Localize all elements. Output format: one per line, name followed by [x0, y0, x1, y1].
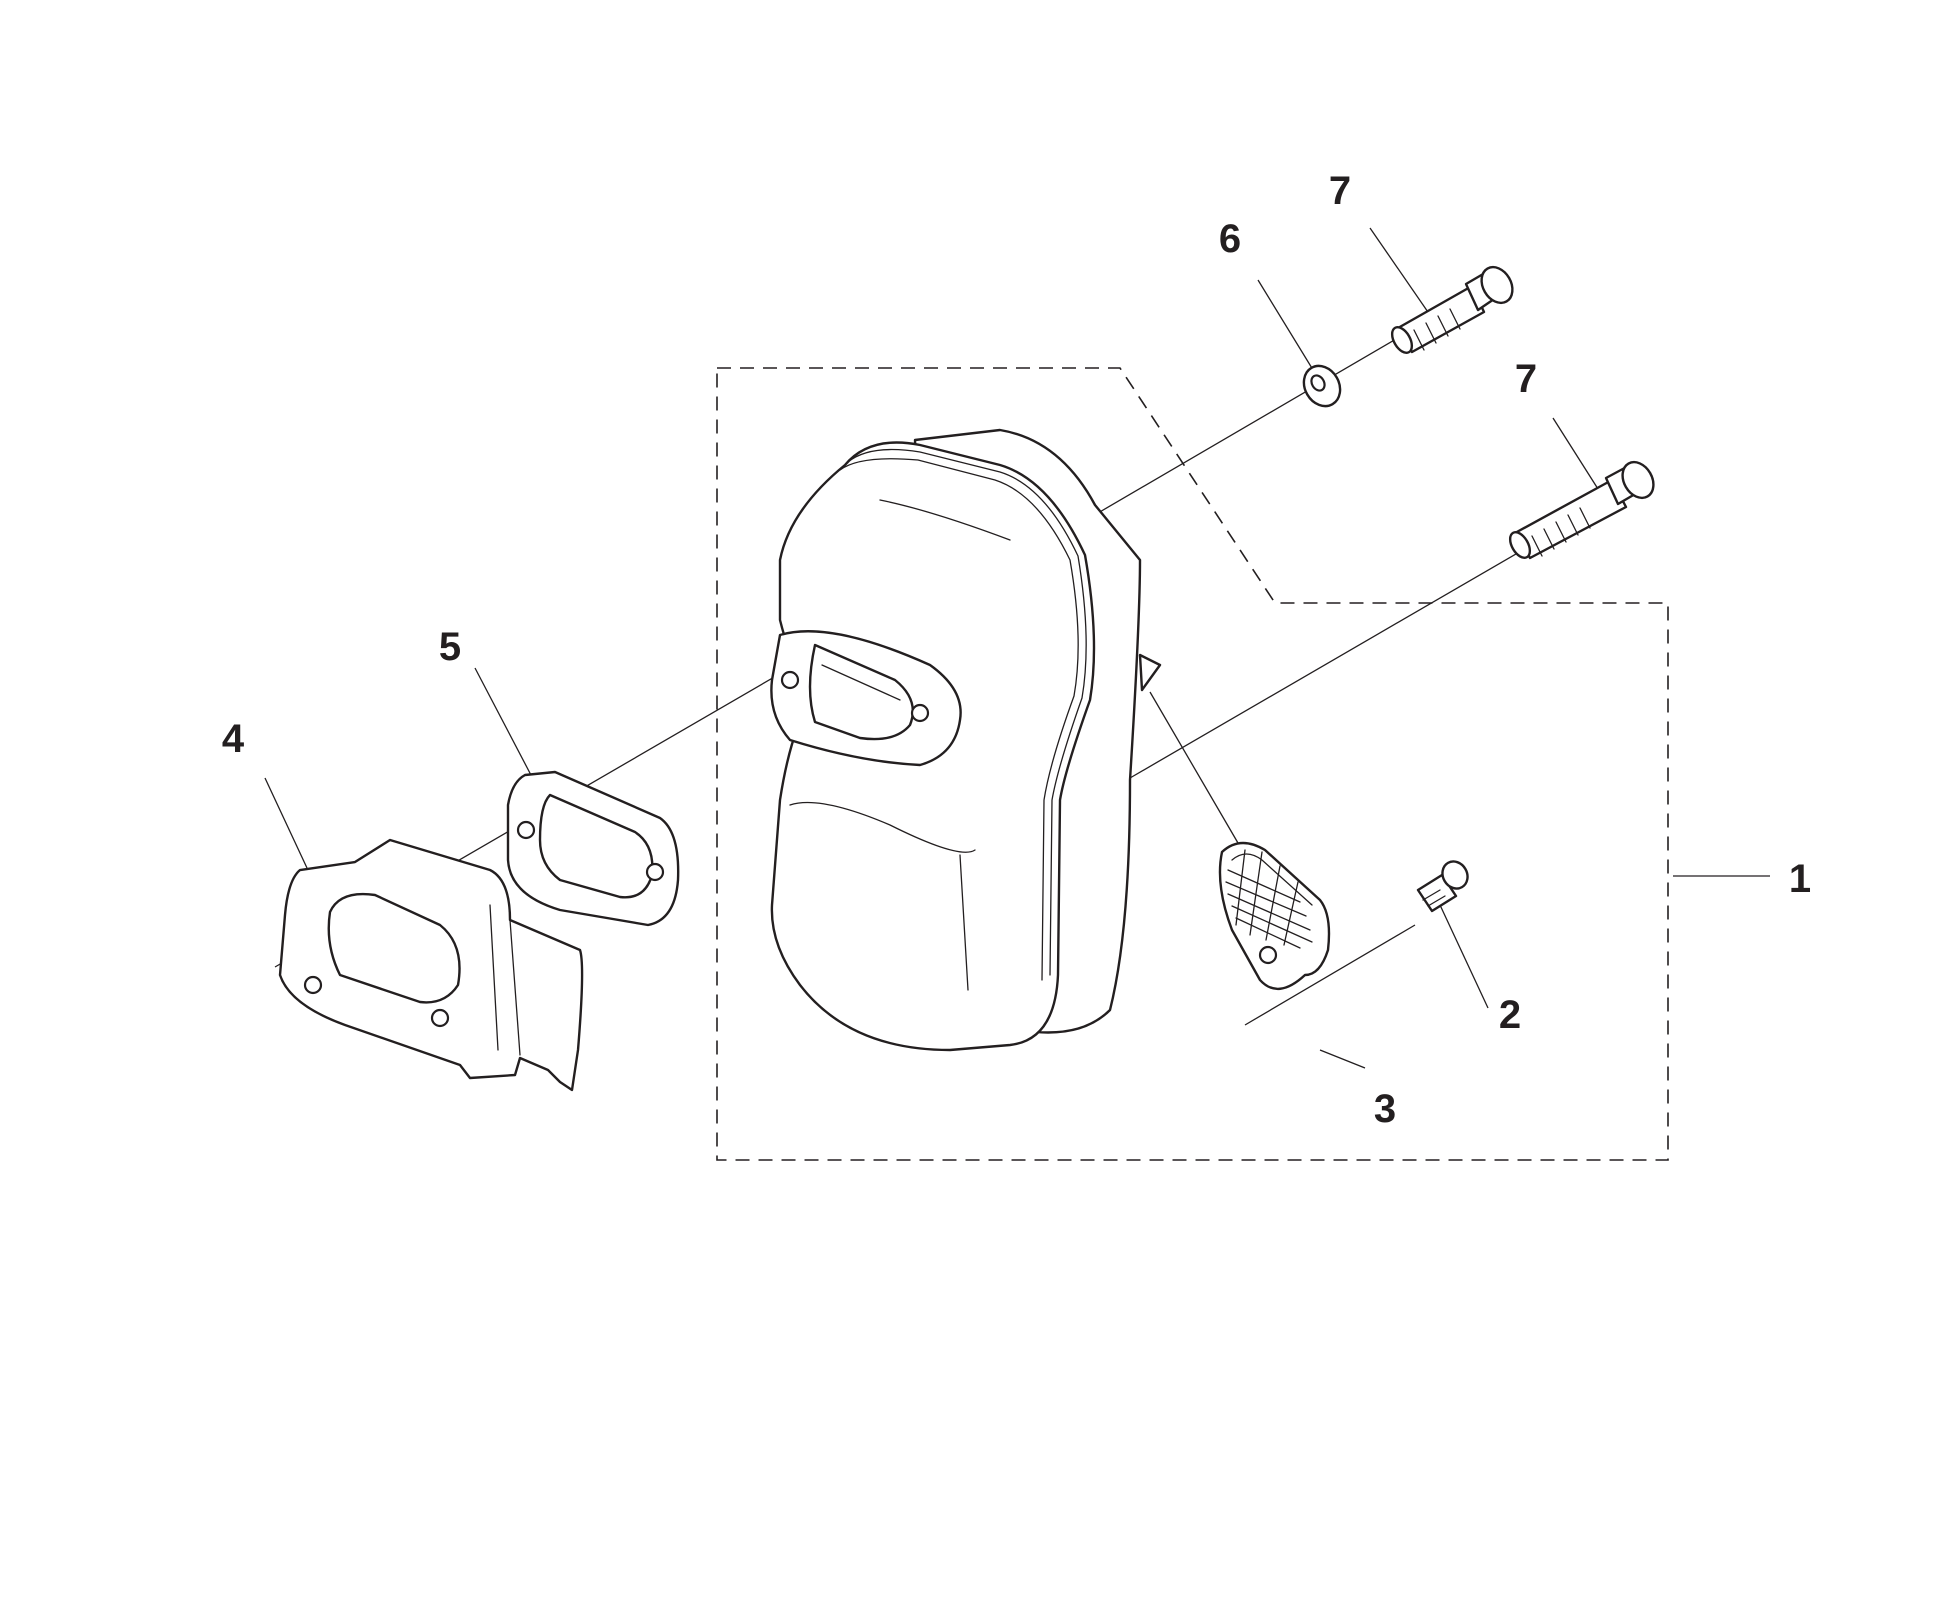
callout-4: 4: [222, 717, 245, 761]
callout-5: 5: [439, 625, 461, 669]
gasket: [506, 770, 680, 927]
callout-7-upper: 7: [1329, 169, 1351, 213]
washer: [1302, 364, 1342, 408]
spark-arrestor-screen: [1218, 841, 1331, 990]
leader-lines: [264, 227, 1770, 1069]
screw: [1416, 860, 1469, 913]
assembly-boundary: [716, 367, 1669, 1161]
screen-mesh: [1225, 849, 1313, 949]
heat-shield-bracket: [278, 838, 584, 1092]
callout-7-lower: 7: [1515, 357, 1537, 401]
callout-3: 3: [1374, 1087, 1396, 1131]
bolt-upper: [1390, 265, 1514, 354]
callout-labels: 1 2 3 4 5 6 7 7: [222, 169, 1811, 1131]
callout-2: 2: [1499, 993, 1521, 1037]
bolt-lower: [1508, 460, 1655, 560]
callout-6: 6: [1219, 217, 1241, 261]
muffler-body: [770, 428, 1162, 1052]
callout-1: 1: [1789, 857, 1811, 901]
